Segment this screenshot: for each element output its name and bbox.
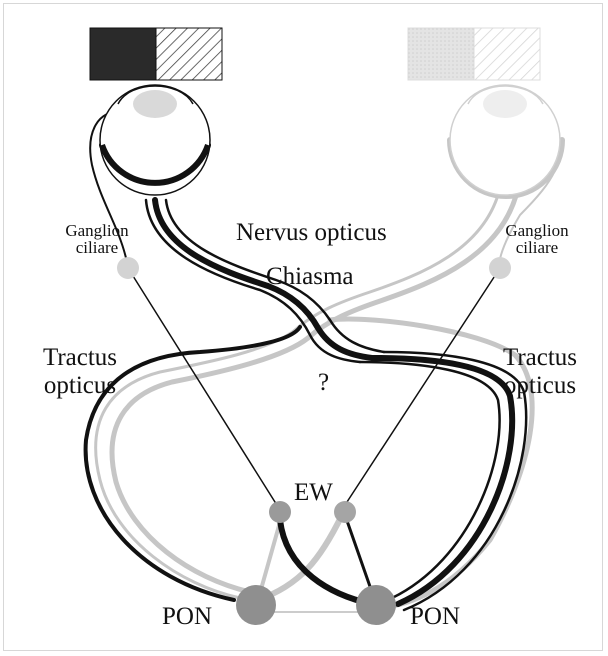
label-ganglion-right: Ganglion ciliare (482, 222, 592, 256)
ew-nucleus-left (269, 501, 291, 523)
label-ew: EW (294, 480, 333, 505)
label-tractus-right: Tractus opticus (480, 344, 600, 400)
pon-nucleus-left (236, 585, 276, 625)
label-pon-right: PON (410, 604, 460, 629)
label-tractus-left-line2: opticus (20, 372, 140, 400)
label-question-mark: ? (318, 370, 329, 395)
ganglion-right (489, 257, 511, 279)
ew-nucleus-right (334, 501, 356, 523)
label-pon-left: PON (162, 604, 212, 629)
ew-pon-thick (280, 520, 372, 604)
right-eye-icon (450, 85, 560, 195)
label-ganglion-right-line1: Ganglion (482, 222, 592, 239)
label-chiasma: Chiasma (266, 264, 354, 289)
dark-stimulus-icon (90, 28, 222, 80)
label-ganglion-left-line1: Ganglion (42, 222, 152, 239)
label-ganglion-left: Ganglion ciliare (42, 222, 152, 256)
label-ganglion-right-line2: ciliare (482, 239, 592, 256)
label-tractus-right-line1: Tractus (480, 344, 600, 372)
uncrossed-tract-right-a (360, 362, 500, 598)
label-ganglion-left-line2: ciliare (42, 239, 152, 256)
faded-tract-left-b (112, 338, 308, 592)
faded-stimulus-icon (408, 28, 540, 80)
label-nervus-opticus: Nervus opticus (236, 220, 387, 245)
ganglion-left (117, 257, 139, 279)
left-eye-icon (100, 85, 210, 195)
label-tractus-right-line2: opticus (480, 372, 600, 400)
label-tractus-left: Tractus opticus (20, 344, 140, 400)
ew-pon-right (345, 515, 374, 598)
pon-nucleus-right (356, 585, 396, 625)
label-tractus-left-line1: Tractus (20, 344, 140, 372)
